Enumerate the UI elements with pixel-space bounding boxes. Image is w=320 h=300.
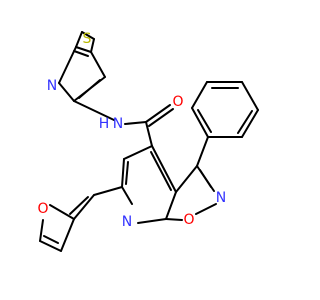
bond-layer <box>39 31 259 252</box>
pyridine-bond <box>151 145 177 193</box>
isoxazole-bond <box>175 165 198 193</box>
phenyl-bond <box>237 110 253 134</box>
phenyl-bond <box>197 109 212 133</box>
furan-bond <box>60 218 75 252</box>
pyridine-bond <box>125 161 129 185</box>
furan-bond <box>73 194 95 220</box>
atom-label-layer: S N N H O N O N O <box>37 31 226 230</box>
thiazole-bond <box>78 79 101 99</box>
carbonyl-double-bond <box>148 108 174 127</box>
amide-bond <box>73 100 115 121</box>
pyridine-bond <box>150 151 172 191</box>
thiazole-bond <box>75 31 83 48</box>
atom-label-furan-oxygen: O <box>37 201 48 217</box>
isoxazole-bond <box>195 203 217 215</box>
atom-label-amide-hydrogen: H <box>99 116 110 132</box>
isoxazole-bond <box>199 169 212 188</box>
pyridine-bond <box>137 218 167 224</box>
phenyl-bond <box>196 136 209 167</box>
thiazole-bond <box>75 46 92 53</box>
thiazole-bond <box>81 31 95 40</box>
phenyl-bond <box>241 81 259 111</box>
atom-label-thiazole-sulfur: S <box>83 31 92 47</box>
thiazole-bond <box>58 46 77 84</box>
thiazole-bond <box>73 50 89 57</box>
pyridine-bond <box>123 145 153 160</box>
pyridine-bond <box>165 191 177 220</box>
atom-label-pyridine-nitrogen: N <box>122 214 132 230</box>
atom-label-amide-nitrogen: N <box>113 116 123 132</box>
pyridine-bond <box>121 158 125 188</box>
furan-link-bond <box>93 186 123 196</box>
thiazole-bond <box>58 82 75 102</box>
phenyl-bond <box>241 109 259 138</box>
phenyl-bond <box>191 81 208 109</box>
furan-bond <box>43 235 59 244</box>
furan-bond <box>49 204 75 220</box>
amide-bond <box>124 121 147 125</box>
atom-label-isoxazole-nitrogen: N <box>216 190 226 206</box>
thiazole-bond <box>90 38 95 53</box>
atom-label-thiazole-nitrogen: N <box>47 78 57 94</box>
furan-bond <box>69 196 89 215</box>
atom-label-isoxazole-oxygen: O <box>183 212 194 228</box>
isoxazole-bond <box>165 218 183 221</box>
carbonyl-double-bond <box>145 104 171 123</box>
pyridine-bond <box>121 186 133 205</box>
thiazole-bond <box>90 51 106 78</box>
amide-bond <box>145 121 153 147</box>
furan-bond <box>39 219 44 242</box>
atom-label-carbonyl-oxygen: O <box>172 94 183 110</box>
molecule-structure-diagram: S N N H O N O N O <box>37 31 259 252</box>
furan-bond <box>39 240 62 252</box>
phenyl-bond <box>191 107 209 138</box>
